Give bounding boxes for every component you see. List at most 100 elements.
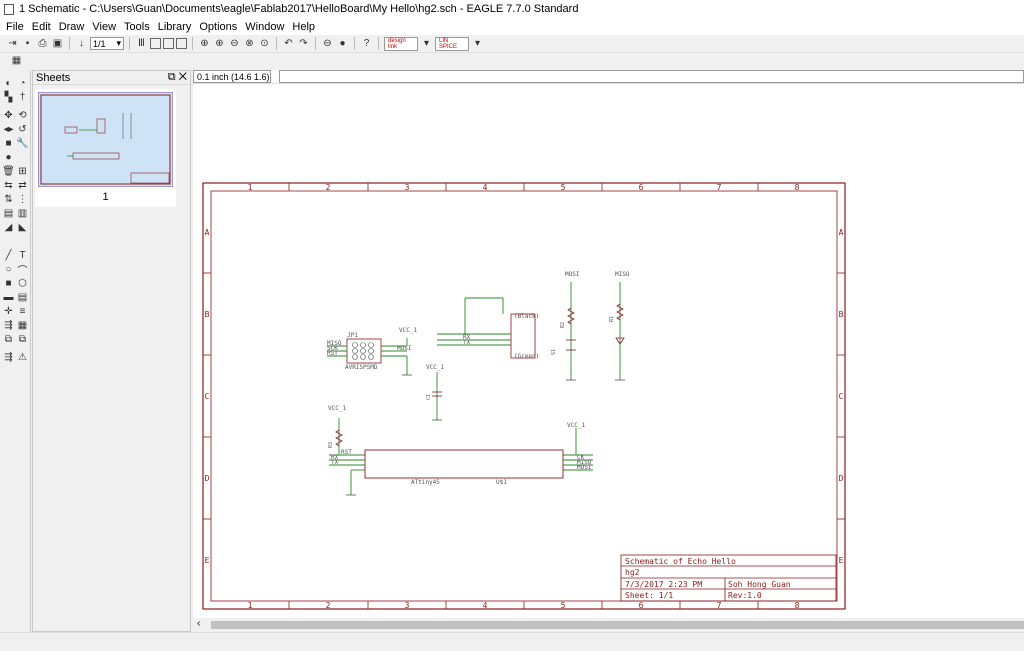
bom-icon[interactable]: Ⅲ xyxy=(138,38,145,49)
sheet-thumbnail-item[interactable]: 1 xyxy=(35,89,176,207)
paste-icon[interactable]: ● xyxy=(5,152,12,163)
group-icon[interactable]: ■ xyxy=(5,138,12,149)
menu-tools[interactable]: Tools xyxy=(124,20,150,33)
chevron-down-icon[interactable]: ▾ xyxy=(423,38,430,49)
scroll-left-icon[interactable]: ‹ xyxy=(197,618,201,629)
design-link-button[interactable]: design link xyxy=(384,36,418,51)
frame-row-label: C xyxy=(839,392,844,401)
net-label-miso: MISO xyxy=(327,340,342,347)
zoom-in-icon[interactable]: ⊕ xyxy=(215,38,224,49)
frame-col-label: 5 xyxy=(561,601,566,610)
frame-col-label: 2 xyxy=(326,601,331,610)
command-input[interactable] xyxy=(279,70,1024,83)
print-icon[interactable]: ⎙ xyxy=(38,38,47,49)
invoke-icon[interactable]: ▤ xyxy=(3,208,14,219)
board-icon[interactable] xyxy=(150,38,161,49)
errors-icon[interactable]: ⚠ xyxy=(18,352,27,363)
frame-icon[interactable]: ⧉ xyxy=(4,334,13,345)
help-icon[interactable]: ? xyxy=(363,38,370,49)
resistor-r2[interactable] xyxy=(567,307,575,325)
move-icon[interactable]: ✥ xyxy=(4,110,13,121)
titleblock-author: Soh Hong Guan xyxy=(728,580,791,589)
attiny45-part[interactable] xyxy=(364,449,564,479)
show-icon[interactable]: ◔ xyxy=(19,78,26,89)
menu-file[interactable]: File xyxy=(6,20,24,33)
sheets-scrollbar[interactable] xyxy=(176,85,190,631)
sheet-thumbnail[interactable] xyxy=(38,92,173,187)
ulp-icon[interactable] xyxy=(163,38,174,49)
switch-s1[interactable] xyxy=(566,339,576,351)
go-icon[interactable]: ● xyxy=(339,38,346,49)
label-icon[interactable]: ≡ xyxy=(19,306,26,317)
add-icon[interactable]: ⊞ xyxy=(18,166,27,177)
chevron-down-icon[interactable]: ▾ xyxy=(474,38,481,49)
zoom-out-icon[interactable]: ⊖ xyxy=(230,38,239,49)
change-icon[interactable]: 🔧 xyxy=(16,138,29,149)
pinswap-icon[interactable]: ⇅ xyxy=(4,194,13,205)
mirror-icon[interactable]: ◂▸ xyxy=(3,124,14,135)
split-icon[interactable]: ⋮ xyxy=(17,194,28,205)
dimension-icon[interactable]: ▦ xyxy=(17,320,28,331)
r3-label: R3 xyxy=(328,442,334,448)
menu-options[interactable]: Options xyxy=(199,20,238,33)
stop-icon[interactable]: ⊖ xyxy=(323,38,332,49)
zoom-select-icon[interactable]: ⊙ xyxy=(260,38,269,49)
attribute-icon[interactable]: ⇶ xyxy=(4,320,13,331)
zoom-fit-icon[interactable]: ⊕ xyxy=(200,38,209,49)
text-icon[interactable]: T xyxy=(19,250,26,261)
grid-icon[interactable]: ▦ xyxy=(11,55,22,66)
close-icon[interactable]: ✕ xyxy=(178,71,187,83)
menu-view[interactable]: View xyxy=(92,20,117,33)
rect-icon[interactable]: ■ xyxy=(5,278,12,289)
menu-edit[interactable]: Edit xyxy=(31,20,51,33)
horizontal-scrollbar[interactable]: ‹ xyxy=(193,618,1024,632)
info-icon[interactable]: ◐ xyxy=(5,78,12,89)
wire-icon[interactable]: ╱ xyxy=(5,250,12,261)
delete-icon[interactable]: 🗑 xyxy=(2,166,15,177)
junction-icon[interactable]: ✛ xyxy=(4,306,13,317)
menu-library[interactable]: Library xyxy=(157,20,192,33)
ftdi-connector[interactable] xyxy=(510,313,536,359)
frame-col-label: 1 xyxy=(248,601,253,610)
net-icon[interactable]: ▤ xyxy=(17,292,28,303)
led[interactable] xyxy=(615,337,625,345)
zoom-redraw-icon[interactable]: ⊗ xyxy=(245,38,254,49)
restore-icon[interactable]: ⧉ xyxy=(167,71,176,83)
lt-spice-button[interactable]: LIN SPICE xyxy=(435,36,469,51)
net-label-sck: SCK xyxy=(327,345,338,352)
sheet-select[interactable]: 1/1▾ xyxy=(90,37,124,50)
erc-icon[interactable]: ⇶ xyxy=(4,352,13,363)
jp1-name: AVRISPSMD xyxy=(345,364,378,371)
copy-icon[interactable]: ⟲ xyxy=(18,110,27,121)
menu-help[interactable]: Help xyxy=(292,20,316,33)
open-icon[interactable]: ⇥ xyxy=(8,38,17,49)
scrollbar-thumb[interactable] xyxy=(211,621,1024,629)
replace-icon[interactable]: ⇆ xyxy=(4,180,13,191)
rotate-icon[interactable]: ↺ xyxy=(18,124,27,135)
resistor-r3[interactable] xyxy=(335,429,343,447)
cam-icon[interactable]: ▣ xyxy=(52,38,63,49)
menu-window[interactable]: Window xyxy=(245,20,285,33)
menu-draw[interactable]: Draw xyxy=(58,20,85,33)
schematic-canvas[interactable]: 1 2 3 4 5 6 7 8 1 2 3 4 5 6 7 8 A B C D … xyxy=(193,70,1024,618)
bus-icon[interactable]: ▬ xyxy=(3,292,14,303)
optimize-icon[interactable]: ▥ xyxy=(17,208,28,219)
display-icon[interactable]: ▚ xyxy=(4,92,13,103)
gateswap-icon[interactable]: ⇄ xyxy=(18,180,27,191)
mark-icon[interactable]: † xyxy=(19,92,26,103)
circle-icon[interactable]: ○ xyxy=(5,264,12,275)
jp1-connector[interactable] xyxy=(346,338,382,364)
slice-icon[interactable]: ◣ xyxy=(18,222,27,233)
script-icon[interactable] xyxy=(176,38,187,49)
redo-icon[interactable]: ↷ xyxy=(299,38,308,49)
net-label-miso: MISO xyxy=(577,459,592,466)
module-icon[interactable]: ⧉ xyxy=(18,334,27,345)
panel-controls: ⧉ ✕ xyxy=(168,71,187,84)
capacitor-c1[interactable] xyxy=(432,391,442,397)
polygon-icon[interactable]: ⬡ xyxy=(18,278,27,289)
save-icon[interactable]: ▪ xyxy=(25,38,30,49)
resistor-r1[interactable] xyxy=(616,303,624,321)
miter-icon[interactable]: ◢ xyxy=(4,222,13,233)
arc-icon[interactable]: ⌒ xyxy=(17,266,28,277)
undo-icon[interactable]: ↶ xyxy=(284,38,293,49)
